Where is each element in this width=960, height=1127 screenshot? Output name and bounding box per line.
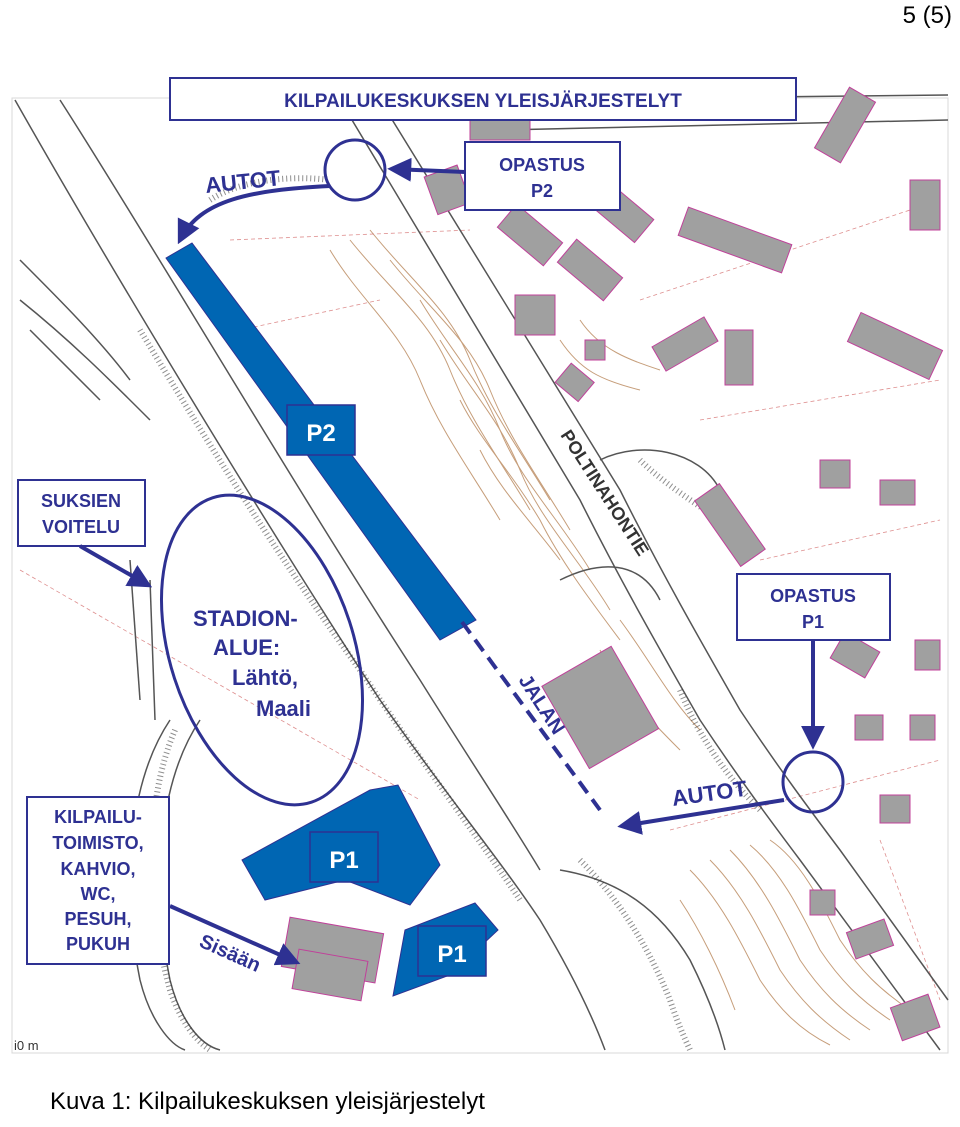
page-number: 5 (5)	[902, 2, 952, 29]
race-office-line-6: PUKUH	[66, 934, 130, 954]
race-office-line-5: PESUH,	[64, 909, 131, 929]
race-office-line-4: WC,	[81, 884, 116, 904]
race-office-line-1: KILPAILU-	[54, 807, 142, 827]
signpost-p1-marker	[781, 750, 845, 814]
ski-waxing-arrow	[79, 544, 153, 588]
buildings	[280, 86, 944, 1042]
ski-waxing-box	[17, 479, 146, 547]
parking-label-p1-main-box	[309, 831, 379, 883]
signpost-p2-line-1: OPASTUS	[499, 155, 585, 175]
parking-label-p2: P2	[306, 420, 335, 447]
scale-label: i0 m	[14, 1038, 39, 1053]
signpost-p2-arrow	[387, 157, 466, 182]
ski-waxing-line-1: SUKSIEN	[41, 491, 121, 511]
race-office-line-3: KAHVIO,	[60, 859, 135, 879]
signpost-p2-line-2: P2	[531, 181, 553, 201]
parking-label-p1-small-box	[417, 925, 487, 977]
ski-waxing-line-2: VOITELU	[42, 517, 120, 537]
signpost-p2-marker	[323, 138, 387, 202]
property-lines	[19, 199, 941, 1001]
figure-caption: Kuva 1: Kilpailukeskuksen yleisjärjestel…	[50, 1088, 485, 1115]
stadium-area-outline	[159, 493, 365, 807]
map-title: KILPAILUKESKUKSEN YLEISJÄRJESTELYT	[284, 91, 682, 112]
signpost-p1-line-1: OPASTUS	[770, 586, 856, 606]
contour-lines	[329, 229, 911, 1046]
cars-route-top-arrow	[177, 184, 331, 245]
stadium-label-line-4: Maali	[256, 696, 311, 721]
race-office-box	[26, 796, 170, 965]
stadium-label-line-2: ALUE:	[213, 635, 280, 660]
walking-route-line	[460, 620, 602, 812]
parking-label-p2-box	[286, 404, 356, 456]
stadium-label-line-3: Lähtö,	[232, 665, 298, 690]
map-title-box	[169, 77, 797, 121]
parking-label-p1-main: P1	[329, 847, 358, 874]
signpost-p1-box	[736, 573, 891, 641]
race-office-line-2: TOIMISTO,	[52, 833, 143, 853]
signpost-p2-box	[464, 141, 621, 211]
signpost-p1-line-2: P1	[802, 612, 824, 632]
entrance-arrow	[169, 904, 301, 966]
parking-label-p1-small: P1	[437, 941, 466, 968]
cars-route-bottom-arrow	[617, 798, 785, 835]
stadium-label-line-1: STADION-	[193, 606, 298, 631]
